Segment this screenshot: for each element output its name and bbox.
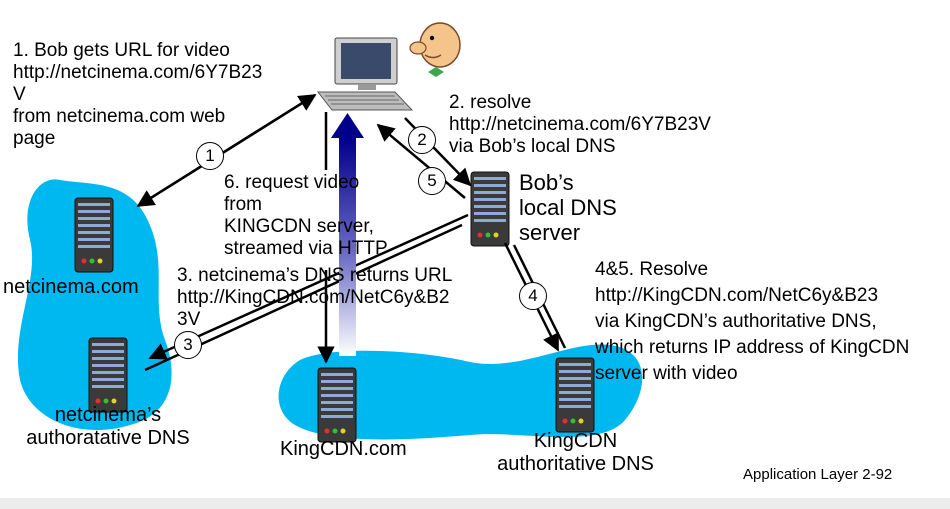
arrow-6 (317, 112, 364, 364)
step-circle-4: 4 (519, 282, 547, 310)
step3-text: 3. netcinema’s DNS returns URL http://Ki… (177, 265, 453, 330)
bob-avatar-icon (409, 22, 461, 77)
step-circle-2: 2 (408, 126, 436, 154)
step45-text: 4&5. Resolve http://KingCDN.com/NetC6y&B… (595, 259, 910, 384)
arrow-1 (136, 93, 317, 208)
step1-text: 1. Bob gets URL for video http://netcine… (13, 40, 263, 149)
kingcdn-cloud (278, 344, 643, 440)
step-circle-3: 3 (174, 331, 202, 359)
step-circle-5: 5 (418, 167, 446, 195)
kingcdn-label: KingCDN.com (280, 438, 407, 460)
bob-local-dns-server-icon (470, 171, 510, 247)
kingcdn-dns-server-icon (555, 357, 595, 433)
step-circle-1: 1 (196, 142, 224, 170)
netcinema-label: netcinema.com (3, 276, 139, 298)
slide-footer: Application Layer 2-92 (743, 466, 893, 483)
netcinema-dns-label: netcinema’s authoratative DNS (26, 404, 190, 449)
kingcdn-server-icon (317, 367, 357, 443)
netcinema-dns-server-icon (88, 337, 128, 413)
bob-computer-icon (316, 37, 414, 111)
step6-text: 6. request video from KINGCDN server, st… (224, 172, 388, 259)
bob-local-dns-label: Bob’s local DNS server (519, 170, 617, 245)
footer-bar (0, 498, 950, 509)
netcinema-server-icon (74, 197, 114, 273)
step2-text: 2. resolve http://netcinema.com/6Y7B23V … (449, 92, 711, 157)
netcinema-cloud (17, 179, 172, 430)
kingcdn-dns-label: KingCDN authoritative DNS (497, 430, 654, 475)
